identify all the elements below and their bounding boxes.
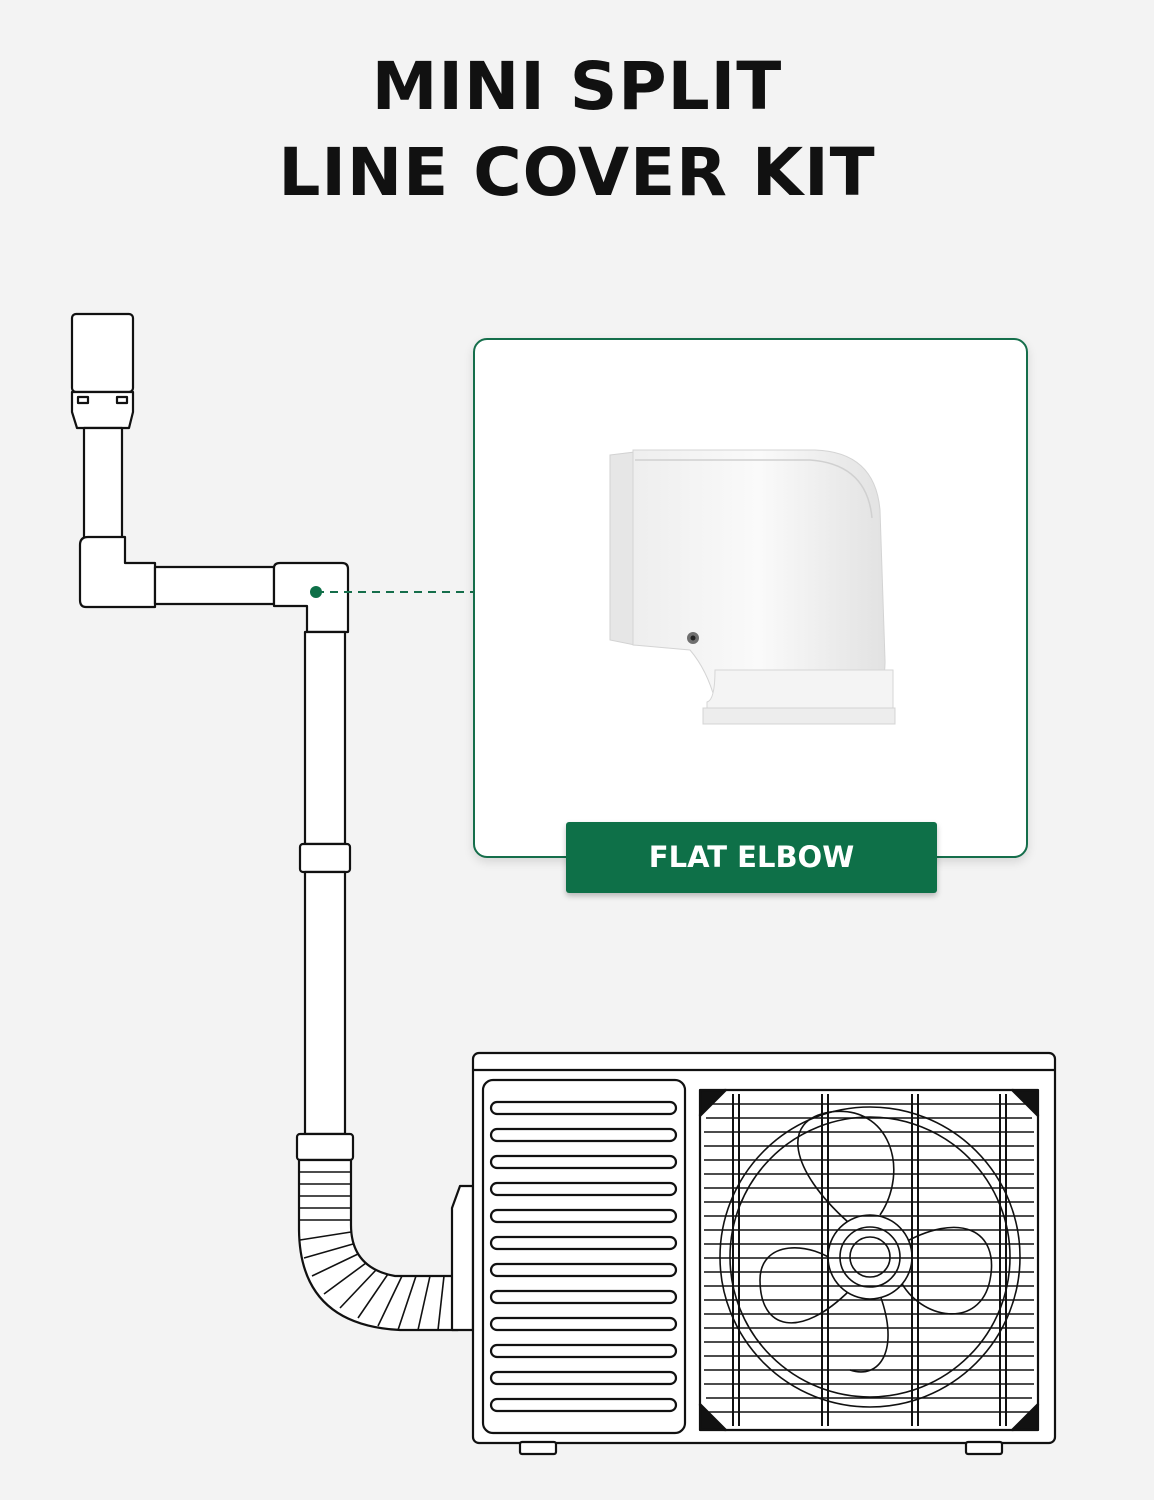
duct-vertical-upper <box>303 630 347 846</box>
flat-elbow-product-photo <box>609 449 896 725</box>
fan-grille <box>704 1094 1034 1426</box>
flexible-bend <box>295 1132 460 1332</box>
duct-vertical-top <box>82 426 124 540</box>
flat-elbow-icon <box>272 561 350 634</box>
wall-inlet-cover <box>70 312 135 430</box>
connector-dot-icon <box>310 586 322 598</box>
side-vents <box>489 1100 678 1413</box>
page-title: MINI SPLIT LINE COVER KIT <box>0 44 1154 216</box>
duct-coupler <box>298 842 352 874</box>
outdoor-unit-icon <box>450 1051 1057 1456</box>
callout-card <box>473 338 1028 858</box>
duct-horizontal <box>153 565 276 606</box>
flat-elbow-label: FLAT ELBOW <box>566 822 937 893</box>
duct-vertical-lower <box>303 870 347 1136</box>
title-line-1: MINI SPLIT <box>371 48 783 125</box>
title-line-2: LINE COVER KIT <box>278 134 876 211</box>
elbow-top-left <box>78 535 157 609</box>
